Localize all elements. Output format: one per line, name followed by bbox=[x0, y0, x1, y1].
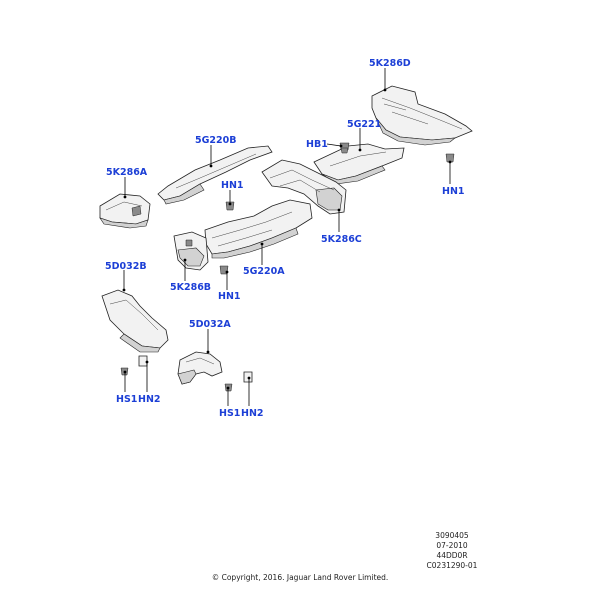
fastener-hn2-left bbox=[138, 355, 148, 367]
label-hn1-lower: HN1 bbox=[218, 291, 241, 302]
label-hn1-right: HN1 bbox=[442, 186, 465, 197]
reference-line-2: 07-2010 bbox=[436, 541, 468, 550]
reference-line-3: 44DD0R bbox=[436, 551, 468, 560]
label-5k286d: 5K286D bbox=[369, 58, 411, 69]
part-5g220b-drawing bbox=[157, 145, 273, 205]
label-hb1: HB1 bbox=[306, 139, 328, 150]
label-hs1-right: HS1 bbox=[219, 408, 240, 419]
part-5k286d-drawing bbox=[371, 85, 473, 146]
label-hn2-right: HN2 bbox=[241, 408, 264, 419]
fastener-hn1-right bbox=[445, 153, 455, 163]
label-5k286c: 5K286C bbox=[321, 234, 362, 245]
label-5d032a: 5D032A bbox=[189, 319, 231, 330]
fastener-hn1-center bbox=[225, 201, 235, 211]
part-5d032a-drawing bbox=[177, 351, 223, 385]
part-5k286b-drawing bbox=[173, 231, 209, 271]
reference-line-4: C0231290-01 bbox=[426, 561, 478, 570]
part-5g220a-drawing bbox=[204, 199, 313, 259]
reference-block: 3090405 07-2010 44DD0R C0231290-01 bbox=[420, 531, 484, 571]
part-5k286c-drawing bbox=[261, 159, 347, 215]
fastener-hb1 bbox=[340, 147, 349, 154]
label-hn1-center: HN1 bbox=[221, 180, 244, 191]
part-5g221-drawing bbox=[313, 142, 405, 185]
part-5d032b-drawing bbox=[101, 289, 169, 353]
label-5k286a: 5K286A bbox=[106, 167, 148, 178]
label-hs1-left: HS1 bbox=[116, 394, 137, 405]
label-hn2-left: HN2 bbox=[138, 394, 161, 405]
label-5g220b: 5G220B bbox=[195, 135, 236, 146]
reference-line-1: 3090405 bbox=[435, 531, 469, 540]
leader-lines bbox=[122, 68, 452, 406]
label-5d032b: 5D032B bbox=[105, 261, 147, 272]
part-5k286a-drawing bbox=[99, 193, 151, 229]
copyright-notice: © Copyright, 2016. Jaguar Land Rover Lim… bbox=[211, 573, 389, 582]
label-5g220a: 5G220A bbox=[243, 266, 285, 277]
label-5g221: 5G221 bbox=[347, 119, 381, 130]
label-5k286b: 5K286B bbox=[170, 282, 211, 293]
fastener-hn2-right bbox=[243, 371, 253, 383]
